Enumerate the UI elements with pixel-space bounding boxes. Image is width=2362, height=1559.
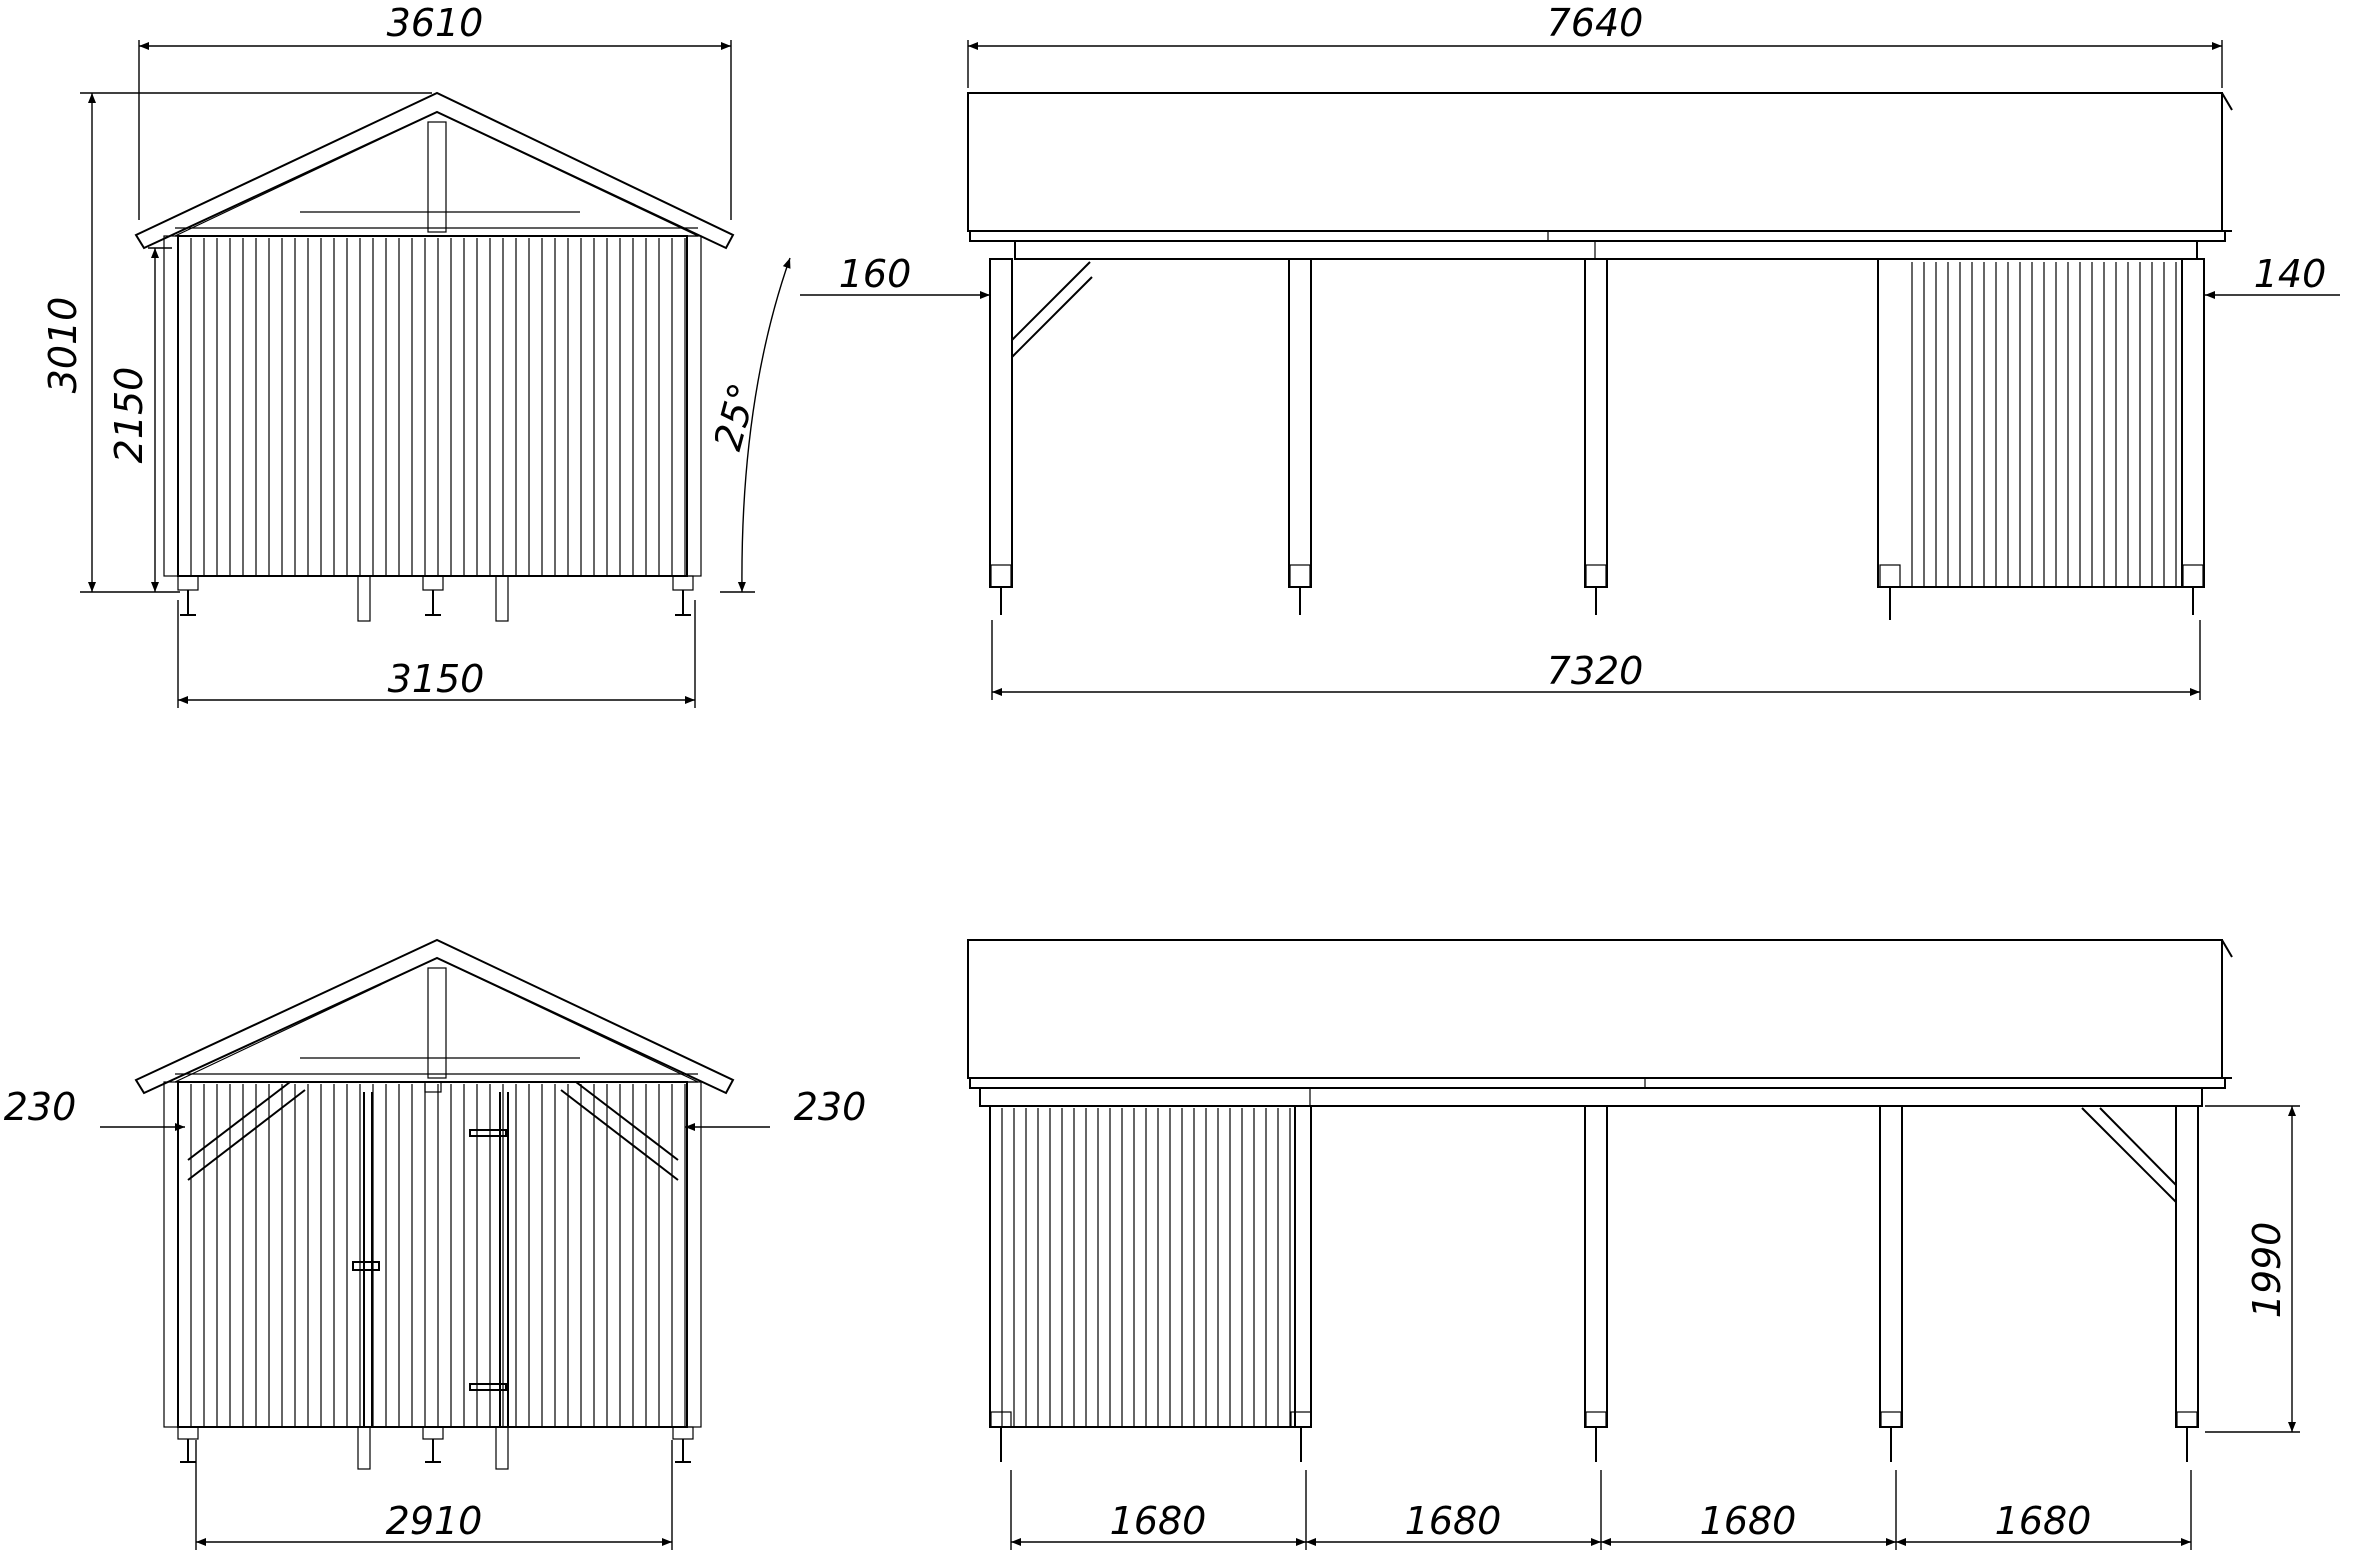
side-cladding-bottom	[1001, 1108, 1291, 1427]
back-feet	[177, 1426, 694, 1470]
side-dimensions-bottom: 1990 1680 1680 1680 1680	[1010, 1105, 2300, 1550]
side-feet-top	[990, 564, 2204, 620]
front-dimensions: 3610 3010 2150 25° 3150	[41, 1, 791, 708]
side-feet-bottom	[990, 1411, 2198, 1462]
back-roof	[134, 938, 735, 1095]
dim-3610: 3610	[387, 1, 484, 45]
dim-1680-bay3: 1680	[1700, 1499, 1797, 1543]
side-shed-wall-bottom	[989, 1105, 1296, 1428]
dim-7320: 7320	[1547, 649, 1644, 693]
back-elevation	[134, 938, 735, 1470]
dim-3010: 3010	[41, 297, 85, 394]
door-latch-icon[interactable]	[352, 1261, 380, 1271]
back-cladding	[190, 1084, 686, 1427]
front-elevation	[134, 91, 735, 622]
dim-2910: 2910	[386, 1499, 483, 1543]
hinge-bottom-icon	[469, 1383, 507, 1391]
side-posts-top	[989, 258, 2205, 588]
dim-7640: 7640	[1547, 1, 1644, 45]
dim-1680-bay4: 1680	[1995, 1499, 2092, 1543]
side-cladding-top	[1911, 262, 2177, 587]
side-dimensions-top: 7640 160 140 7320	[800, 1, 2340, 700]
back-dimensions: 230 230 2910	[4, 1085, 867, 1550]
front-gable-triangle	[174, 111, 699, 237]
double-door[interactable]	[352, 1081, 509, 1427]
dim-230-left: 230	[4, 1085, 77, 1129]
front-feet	[177, 575, 694, 622]
dim-140: 140	[2254, 252, 2327, 296]
front-wall	[177, 235, 688, 577]
side-posts-bottom	[1294, 1105, 2199, 1428]
side-roof-top	[967, 92, 2223, 232]
dim-3150: 3150	[388, 657, 485, 701]
dim-angle-25: 25°	[705, 378, 765, 454]
front-ridge-post	[427, 121, 447, 233]
side-shed-wall-top	[1877, 258, 2183, 588]
dim-160: 160	[839, 252, 912, 296]
dim-1680-bay2: 1680	[1405, 1499, 1502, 1543]
back-wall	[177, 1081, 688, 1428]
front-cladding	[190, 238, 686, 576]
dim-230-right: 230	[794, 1085, 867, 1129]
side-roof-bottom	[967, 939, 2223, 1079]
front-roof	[134, 91, 735, 250]
dim-1990: 1990	[2245, 1222, 2289, 1319]
hinge-top-icon	[469, 1129, 507, 1137]
side-elevation-top	[967, 92, 2233, 620]
side-elevation-bottom	[967, 939, 2233, 1462]
dim-2150: 2150	[107, 367, 151, 464]
dim-1680-bay1: 1680	[1110, 1499, 1207, 1543]
